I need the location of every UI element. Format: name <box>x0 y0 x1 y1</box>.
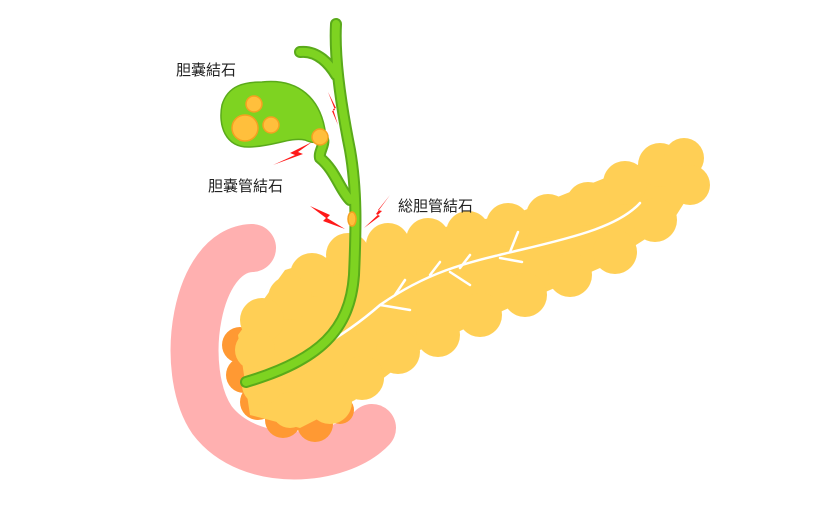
bolt-icon <box>273 142 312 165</box>
gallstones <box>231 95 357 227</box>
bolt-icon <box>310 206 345 229</box>
label-common-bile-duct-stone: 総胆管結石 <box>398 197 474 215</box>
label-gallbladder-stone: 胆嚢結石 <box>176 61 237 79</box>
bolt-icon <box>364 195 390 228</box>
label-cystic-duct-stone: 胆嚢管結石 <box>208 177 284 195</box>
duodenum <box>170 224 396 480</box>
pain-bolt-icons <box>273 92 390 229</box>
pancreas <box>235 138 710 428</box>
